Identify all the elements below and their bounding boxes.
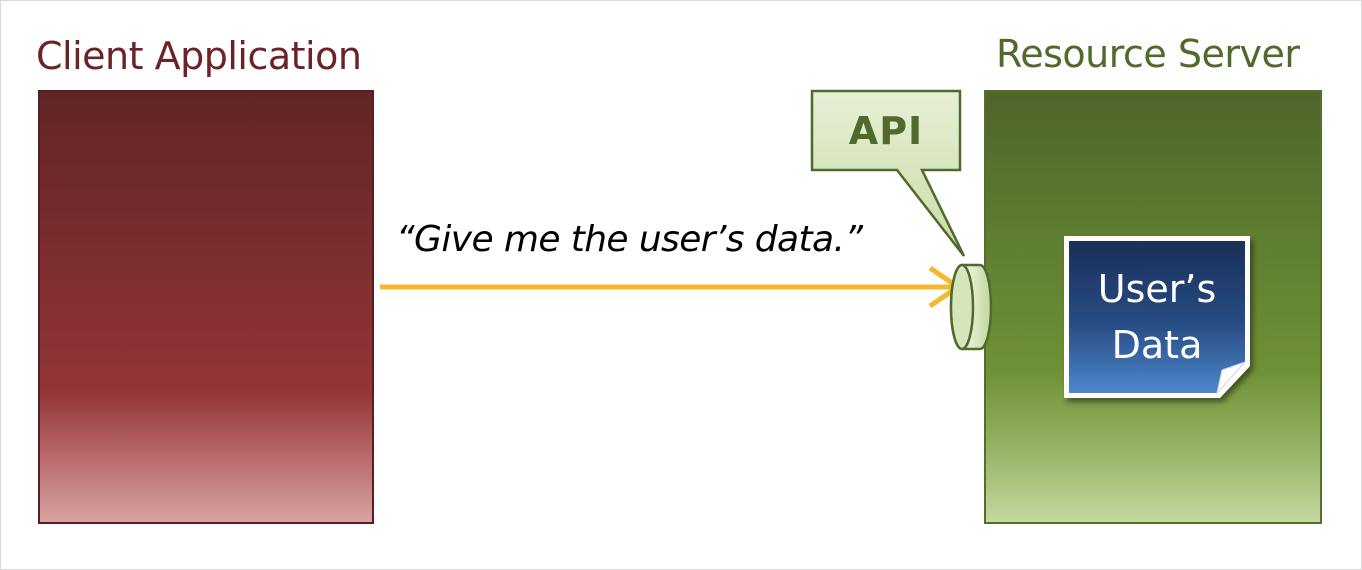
request-arrow: [380, 265, 963, 309]
resource-server-title: Resource Server: [996, 32, 1300, 76]
api-endpoint-cylinder: [949, 263, 993, 351]
users-data-line1: User’s: [1097, 267, 1217, 311]
users-data-label: User’s Data: [1066, 238, 1248, 396]
users-data-document: [1064, 236, 1250, 398]
api-callout: [810, 89, 966, 257]
api-label: API: [848, 109, 924, 153]
users-data-line2: Data: [1111, 323, 1203, 367]
client-application-title: Client Application: [36, 34, 362, 78]
client-application-box: [38, 90, 374, 524]
request-message: “Give me the user’s data.”: [396, 219, 863, 260]
